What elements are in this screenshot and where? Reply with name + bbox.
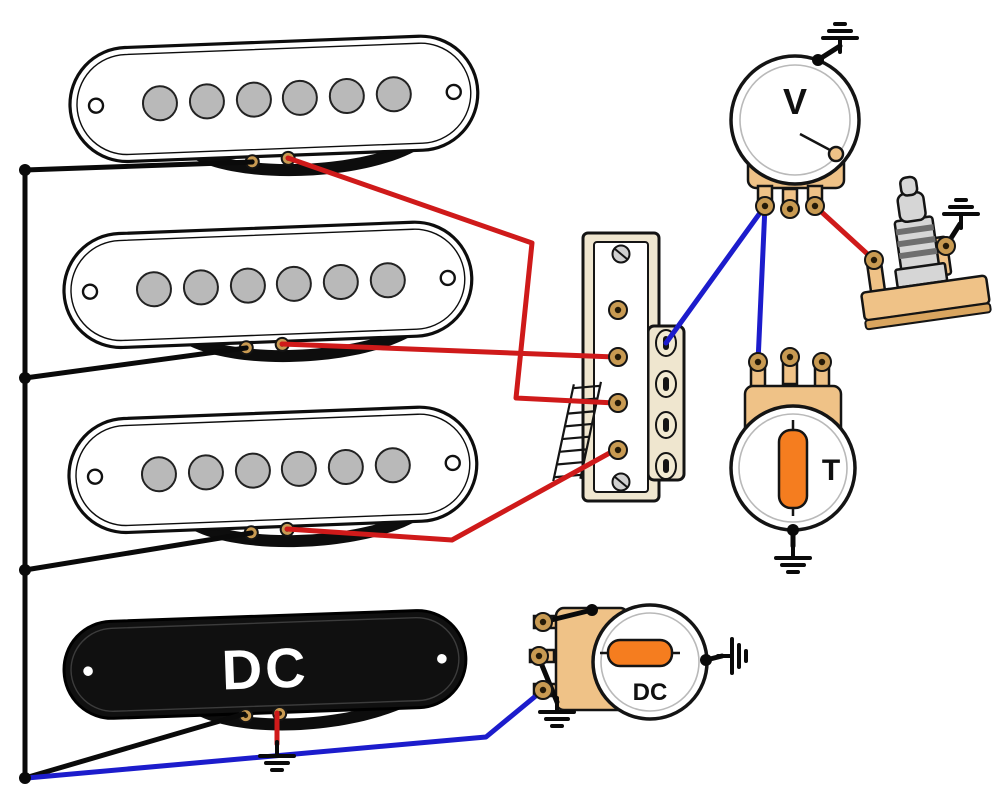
wire-neck-ground: [22, 159, 255, 173]
jack-tip-end: [899, 175, 919, 197]
mount-hole: [434, 651, 450, 666]
switch-output-lug: [655, 452, 677, 480]
wires: [22, 43, 963, 781]
junction-dot: [812, 54, 824, 66]
junction-dot: [19, 564, 31, 576]
switch-eyelet-2: [608, 347, 628, 367]
dc-capacitor: [606, 638, 674, 668]
junction-dot: [787, 524, 799, 536]
switch-output-lug: [655, 411, 677, 439]
jack-ground-lug: [936, 236, 956, 256]
wire-switch-to-volume: [663, 203, 768, 346]
output-jack: [860, 175, 992, 331]
dc-pot-lug-1: [533, 612, 553, 632]
volume-pot: V: [729, 54, 861, 207]
volume-pot-body: [729, 54, 861, 186]
switch-output-lug: [655, 370, 677, 398]
dc-pot-label: DC: [633, 679, 668, 706]
switch-plate: [593, 241, 649, 493]
jack-plate-edge: [864, 302, 992, 331]
tone-pot-label: T: [822, 454, 840, 487]
wire-bridge-ground: [22, 530, 254, 573]
switch-eyelet-1: [608, 300, 628, 320]
junction-dot: [586, 604, 598, 616]
switch-eyelet-3: [608, 393, 628, 413]
dc-pickup-label: DC: [221, 635, 310, 701]
tone-lug-3: [812, 352, 832, 372]
wire-middle-hot: [279, 341, 618, 360]
tone-capacitor: [777, 428, 809, 510]
wire-volume-to-jack: [812, 203, 877, 263]
wire-dc-pickup-ground: [22, 711, 247, 781]
wire-neck-hot: [285, 155, 618, 406]
junction-dot: [19, 164, 31, 176]
wire-bridge-hot: [284, 447, 618, 543]
tone-lug-1: [748, 352, 768, 372]
switch-eyelet-4: [608, 440, 628, 460]
tone-lug-2: [780, 347, 800, 367]
wire-bus-to-dc-pot: [24, 687, 546, 781]
junction-dot: [700, 654, 712, 666]
mount-hole: [80, 663, 96, 679]
volume-lug-3: [805, 196, 825, 216]
jack-hot-lug: [864, 250, 884, 270]
tone-pot: T: [729, 360, 857, 532]
volume-pot-indicator: [827, 145, 845, 163]
volume-pot-label: V: [783, 81, 807, 122]
selector-switch: [552, 231, 686, 503]
dc-pot-lug-2: [529, 646, 549, 666]
volume-lug-1: [755, 196, 775, 216]
dc-pot-lug-3: [533, 680, 553, 700]
wire-volume-to-tone: [755, 203, 768, 365]
junction-dots: [19, 54, 824, 784]
junction-dot: [19, 372, 31, 384]
junction-dot: [19, 772, 31, 784]
wire-middle-ground: [22, 345, 249, 381]
volume-lug-2: [780, 199, 800, 219]
